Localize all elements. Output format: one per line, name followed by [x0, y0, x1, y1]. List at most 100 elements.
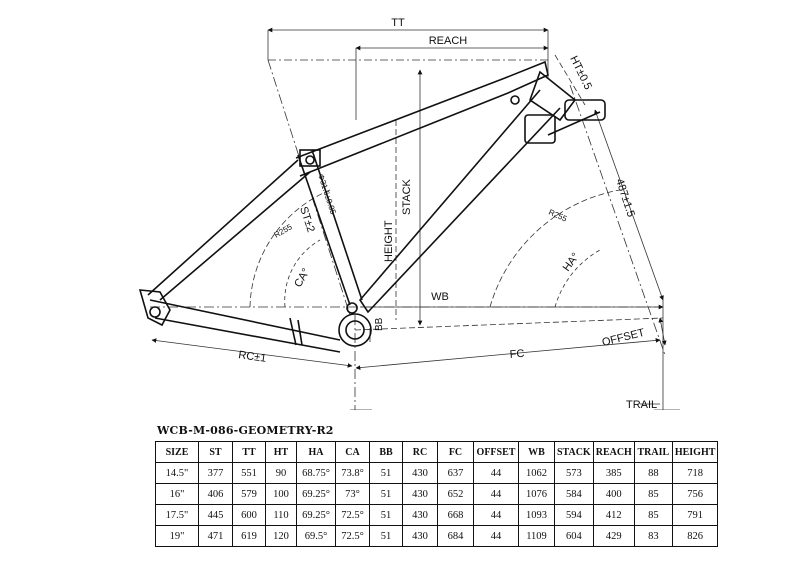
- table-cell: 17.5": [155, 504, 199, 526]
- ha-label: HA°: [561, 251, 582, 274]
- table-cell: 69.25°: [296, 504, 336, 526]
- header-size: SIZE: [155, 441, 199, 463]
- table-row: 16" 406 579 100 69.25° 73° 51 430 652 44…: [155, 483, 719, 505]
- header-ht: HT: [265, 441, 297, 463]
- seatpost-label: Φ31.6±0.05: [316, 173, 338, 216]
- header-height: HEIGHT: [671, 441, 719, 463]
- header-offset: OFFSET: [473, 441, 519, 463]
- bb-label: BB: [374, 317, 385, 331]
- table-cell: 600: [232, 504, 266, 526]
- table-cell: 579: [232, 483, 266, 505]
- table-cell: 51: [369, 525, 403, 547]
- table-cell: 51: [369, 483, 403, 505]
- table-cell: 1109: [518, 525, 555, 547]
- table-cell: 791: [671, 504, 719, 526]
- offset-label: OFFSET: [601, 327, 646, 349]
- table-cell: 120: [265, 525, 297, 547]
- header-wb: WB: [518, 441, 555, 463]
- table-cell: 604: [554, 525, 594, 547]
- table-cell: 1062: [518, 462, 555, 484]
- table-cell: 110: [265, 504, 297, 526]
- table-cell: 684: [437, 525, 474, 547]
- geometry-table-title: WCB-M-086-GEOMETRY-R2: [157, 424, 334, 437]
- wb-label: WB: [431, 291, 449, 303]
- header-bb: BB: [369, 441, 403, 463]
- table-cell: 1076: [518, 483, 555, 505]
- fc-label: FC: [509, 348, 525, 361]
- header-rc: RC: [402, 441, 438, 463]
- table-cell: 637: [437, 462, 474, 484]
- table-cell: 400: [592, 483, 635, 505]
- table-cell: 429: [592, 525, 635, 547]
- table-cell: 16": [155, 483, 199, 505]
- table-cell: 44: [473, 504, 519, 526]
- table-cell: 51: [369, 504, 403, 526]
- table-cell: 756: [671, 483, 719, 505]
- frame-geometry-drawing: TT REACH HT±0.5 487±1.5 R255 HA° STACK H…: [138, 17, 680, 410]
- table-cell: 88: [633, 462, 673, 484]
- header-trail: TRAIL: [633, 441, 673, 463]
- table-cell: 73°: [335, 483, 370, 505]
- header-tt: TT: [232, 441, 266, 463]
- header-st: ST: [198, 441, 233, 463]
- rc-label: RC±1: [238, 349, 267, 365]
- table-cell: 72.5°: [335, 504, 370, 526]
- table-cell: 68.75°: [296, 462, 336, 484]
- stack-label: STACK: [401, 178, 413, 215]
- table-cell: 44: [473, 525, 519, 547]
- table-cell: 85: [633, 504, 673, 526]
- table-cell: 668: [437, 504, 474, 526]
- table-cell: 718: [671, 462, 719, 484]
- table-cell: 73.8°: [335, 462, 370, 484]
- table-cell: 69.25°: [296, 483, 336, 505]
- table-cell: 44: [473, 483, 519, 505]
- table-cell: 430: [402, 483, 438, 505]
- geometry-table: SIZE ST TT HT HA CA BB RC FC OFFSET WB S…: [155, 441, 719, 547]
- tt-label: TT: [391, 17, 405, 29]
- ht-label: HT±0.5: [567, 54, 594, 92]
- header-ca: CA: [335, 441, 370, 463]
- table-cell: 445: [198, 504, 233, 526]
- table-cell: 44: [473, 462, 519, 484]
- table-cell: 551: [232, 462, 266, 484]
- bike-frame: [138, 60, 606, 353]
- height-label: HEIGHT: [383, 220, 395, 262]
- table-row: 17.5" 445 600 110 69.25° 72.5° 51 430 66…: [155, 504, 719, 526]
- table-cell: 100: [265, 483, 297, 505]
- fork-length-label: 487±1.5: [613, 177, 637, 218]
- table-header-row: SIZE ST TT HT HA CA BB RC FC OFFSET WB S…: [155, 441, 719, 463]
- table-cell: 430: [402, 462, 438, 484]
- table-row: 14.5" 377 551 90 68.75° 73.8° 51 430 637…: [155, 462, 719, 484]
- table-cell: 406: [198, 483, 233, 505]
- header-reach: REACH: [592, 441, 635, 463]
- table-cell: 85: [633, 483, 673, 505]
- table-cell: 377: [198, 462, 233, 484]
- table-cell: 594: [554, 504, 594, 526]
- r255-left-label: R255: [273, 222, 295, 240]
- table-cell: 619: [232, 525, 266, 547]
- table-row: 19" 471 619 120 69.5° 72.5° 51 430 684 4…: [155, 525, 719, 547]
- table-cell: 584: [554, 483, 594, 505]
- dimension-lines: [150, 27, 680, 410]
- r255-right-label: R255: [547, 208, 569, 224]
- st-label: ST±2: [297, 205, 317, 234]
- table-cell: 51: [369, 462, 403, 484]
- table-cell: 573: [554, 462, 594, 484]
- table-cell: 14.5": [155, 462, 199, 484]
- table-cell: 430: [402, 525, 438, 547]
- header-stack: STACK: [554, 441, 594, 463]
- table-cell: 412: [592, 504, 635, 526]
- table-cell: 90: [265, 462, 297, 484]
- table-cell: 1093: [518, 504, 555, 526]
- table-cell: 72.5°: [335, 525, 370, 547]
- trail-label: TRAIL: [626, 399, 657, 410]
- table-cell: 69.5°: [296, 525, 336, 547]
- table-cell: 385: [592, 462, 635, 484]
- ca-label: CA°: [292, 266, 312, 289]
- table-cell: 652: [437, 483, 474, 505]
- dimension-labels: TT REACH HT±0.5 487±1.5 R255 HA° STACK H…: [238, 17, 658, 410]
- reach-label: REACH: [429, 35, 468, 47]
- table-cell: 19": [155, 525, 199, 547]
- header-fc: FC: [437, 441, 474, 463]
- header-ha: HA: [296, 441, 336, 463]
